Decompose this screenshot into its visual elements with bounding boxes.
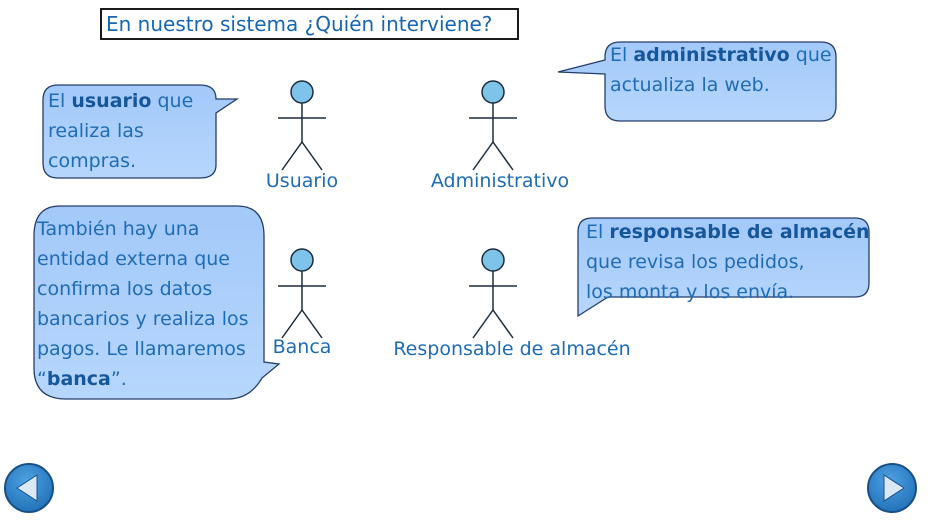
bubble-responsable-line3: los monta y los envía. bbox=[586, 281, 795, 303]
actor-responsable-icon bbox=[469, 248, 517, 339]
bubble-administrativo bbox=[557, 41, 837, 122]
bubble-banca-line4: bancarios y realiza los bbox=[37, 308, 249, 330]
bubble-banca-line2: entidad externa que bbox=[37, 248, 230, 270]
arrow-right-icon bbox=[883, 474, 905, 502]
bubble-responsable-line2: que revisa los pedidos, bbox=[586, 251, 805, 273]
next-button[interactable] bbox=[866, 462, 918, 514]
bubble-administrativo-text: El administrativo que actualiza la web. bbox=[610, 40, 832, 100]
bubble-usuario-line1: El usuario que bbox=[48, 86, 193, 116]
bubble-banca-line3: confirma los datos bbox=[37, 278, 213, 300]
actor-usuario-icon bbox=[278, 80, 326, 171]
bubble-responsable bbox=[577, 217, 870, 318]
bubble-banca-line5: pagos. Le llamaremos bbox=[37, 338, 246, 360]
text-fragment: El bbox=[586, 221, 610, 243]
bubble-usuario-line3: compras. bbox=[48, 150, 137, 172]
arrow-left-icon bbox=[16, 474, 38, 502]
bubble-usuario-line2: realiza las bbox=[48, 120, 144, 142]
actor-banca-icon bbox=[278, 248, 326, 339]
bubble-banca bbox=[33, 205, 281, 400]
actor-banca-label: Banca bbox=[272, 336, 332, 358]
bubble-banca-line6: “banca”. bbox=[37, 364, 249, 394]
bubble-banca-line1: También hay una bbox=[37, 218, 200, 240]
bold-term: banca bbox=[46, 368, 111, 390]
bubble-administrativo-line2: actualiza la web. bbox=[610, 74, 770, 96]
text-fragment: que bbox=[789, 44, 832, 66]
bubble-administrativo-line1: El administrativo que bbox=[610, 40, 832, 70]
prev-button[interactable] bbox=[3, 462, 55, 514]
bubble-responsable-line1: El responsable de almacén bbox=[586, 217, 870, 247]
bold-term: responsable de almacén bbox=[609, 221, 870, 243]
bubble-responsable-text: El responsable de almacén que revisa los… bbox=[586, 217, 870, 307]
text-fragment: El bbox=[610, 44, 634, 66]
bold-term: administrativo bbox=[633, 44, 790, 66]
bubble-usuario bbox=[42, 84, 240, 179]
bubble-usuario-text: El usuario que realiza las compras. bbox=[48, 86, 193, 176]
bubble-banca-text: También hay una entidad externa que conf… bbox=[37, 214, 249, 394]
page-title: En nuestro sistema ¿Quién interviene? bbox=[100, 8, 519, 40]
text-fragment: “ bbox=[37, 368, 47, 390]
text-fragment: El bbox=[48, 90, 72, 112]
actor-administrativo-icon bbox=[469, 80, 517, 171]
text-fragment: ”. bbox=[110, 368, 127, 390]
actor-administrativo-label: Administrativo bbox=[430, 170, 570, 192]
bold-term: usuario bbox=[71, 90, 152, 112]
actor-usuario-label: Usuario bbox=[265, 170, 339, 192]
actor-responsable-label: Responsable de almacén bbox=[393, 338, 631, 360]
text-fragment: que bbox=[151, 90, 194, 112]
